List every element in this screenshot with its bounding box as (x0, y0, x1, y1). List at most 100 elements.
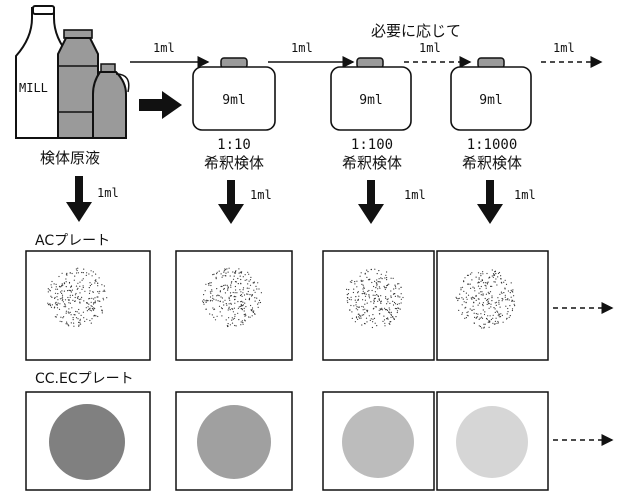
colony-dot (372, 321, 374, 323)
colony-dot (373, 317, 376, 319)
colony-dot (82, 285, 84, 287)
colony-dot (97, 300, 99, 302)
colony-dot (91, 318, 93, 320)
colony-dot (92, 303, 95, 305)
colony-dot (214, 319, 217, 321)
colony-dot (223, 284, 225, 287)
colony-dot (486, 282, 488, 284)
colony-dot (63, 316, 65, 318)
colony-dot (74, 275, 76, 277)
colony-dot (88, 298, 90, 300)
colony-dot (55, 304, 57, 306)
colony-dot (205, 283, 207, 285)
colony-dot (501, 292, 503, 294)
colony-dot (393, 288, 395, 290)
colony-dot (101, 309, 103, 311)
colony-dot (252, 311, 255, 313)
colony-dot (513, 303, 515, 305)
colony-dot (79, 281, 81, 283)
colony-dot (232, 311, 234, 313)
colony-dot (376, 285, 378, 287)
colony-dot (241, 305, 244, 307)
colony-dot (231, 308, 233, 310)
sample-bottles-icon (15, 5, 130, 139)
colony-dot (72, 299, 74, 301)
colony-dot (251, 307, 254, 309)
colony-dot (244, 320, 246, 322)
colony-dot (367, 279, 370, 281)
colony-dot (231, 322, 234, 324)
colony-dot (361, 293, 363, 295)
colony-dot (501, 282, 503, 284)
colony-dot (240, 278, 242, 281)
colony-dot (388, 283, 390, 285)
colony-dot (394, 284, 396, 286)
colony-dot (497, 311, 499, 313)
colony-dot (72, 294, 74, 296)
colony-dot (58, 275, 60, 278)
colony-dot (465, 292, 467, 294)
colony-dot (386, 271, 388, 273)
colony-dot (395, 316, 397, 318)
colony-dot (393, 318, 395, 320)
colony-dot (61, 290, 63, 292)
colony-dot (359, 317, 361, 319)
colony-dot (255, 285, 257, 287)
colony-dot (66, 274, 68, 276)
colony-dot (390, 296, 392, 298)
colony-dot (251, 310, 253, 312)
colony-dot (91, 283, 93, 285)
colony-dot (398, 303, 400, 305)
transfer-volume-label: 1ml (419, 41, 441, 55)
colony-dot (482, 273, 484, 275)
colony-dot (212, 307, 214, 309)
colony-dot (66, 321, 68, 323)
colony-dot (232, 291, 234, 294)
colony-dot (376, 279, 378, 281)
colony-dot (65, 312, 67, 314)
colony-dot (476, 316, 478, 318)
colony-dot (219, 311, 221, 313)
colony-dot (239, 294, 242, 297)
colony-dot (64, 303, 66, 305)
colony-dot (494, 323, 496, 325)
colony-dot (504, 287, 506, 289)
colony-dot (384, 322, 386, 324)
colony-dot (356, 280, 358, 282)
colony-dot (477, 304, 479, 306)
colony-dot (235, 270, 237, 272)
colony-dot (489, 320, 491, 322)
colony-dot (213, 308, 215, 311)
colony-dot (70, 286, 72, 288)
colony-dot (386, 303, 388, 305)
colony-dot (466, 274, 469, 276)
colony-dot (486, 299, 488, 301)
top-note: 必要に応じて (371, 22, 461, 40)
colony-dot (378, 298, 380, 300)
colony-dot (77, 297, 79, 299)
colony-dot (229, 309, 231, 311)
colony-dot (69, 289, 71, 292)
colony-dot (65, 286, 67, 288)
colony-dot (97, 315, 99, 318)
colony-dot (504, 294, 506, 296)
colony-dot (482, 303, 484, 306)
colony-dot (376, 325, 378, 327)
colony-dot (242, 304, 244, 306)
colony-dot (210, 292, 212, 294)
colony-dot (483, 313, 486, 316)
colony-dot (225, 319, 227, 321)
colony-dot (348, 298, 350, 300)
colony-dot (461, 304, 463, 306)
colony-dot (485, 285, 487, 287)
colony-dot (61, 296, 64, 298)
colony-dot (506, 299, 508, 301)
colony-dot (254, 313, 256, 315)
colony-dot (510, 289, 512, 291)
colony-dot (385, 287, 387, 289)
colony-dot (398, 288, 400, 290)
colony-dot (377, 281, 379, 283)
colony-dot (93, 298, 95, 300)
colony-dot (487, 321, 489, 323)
